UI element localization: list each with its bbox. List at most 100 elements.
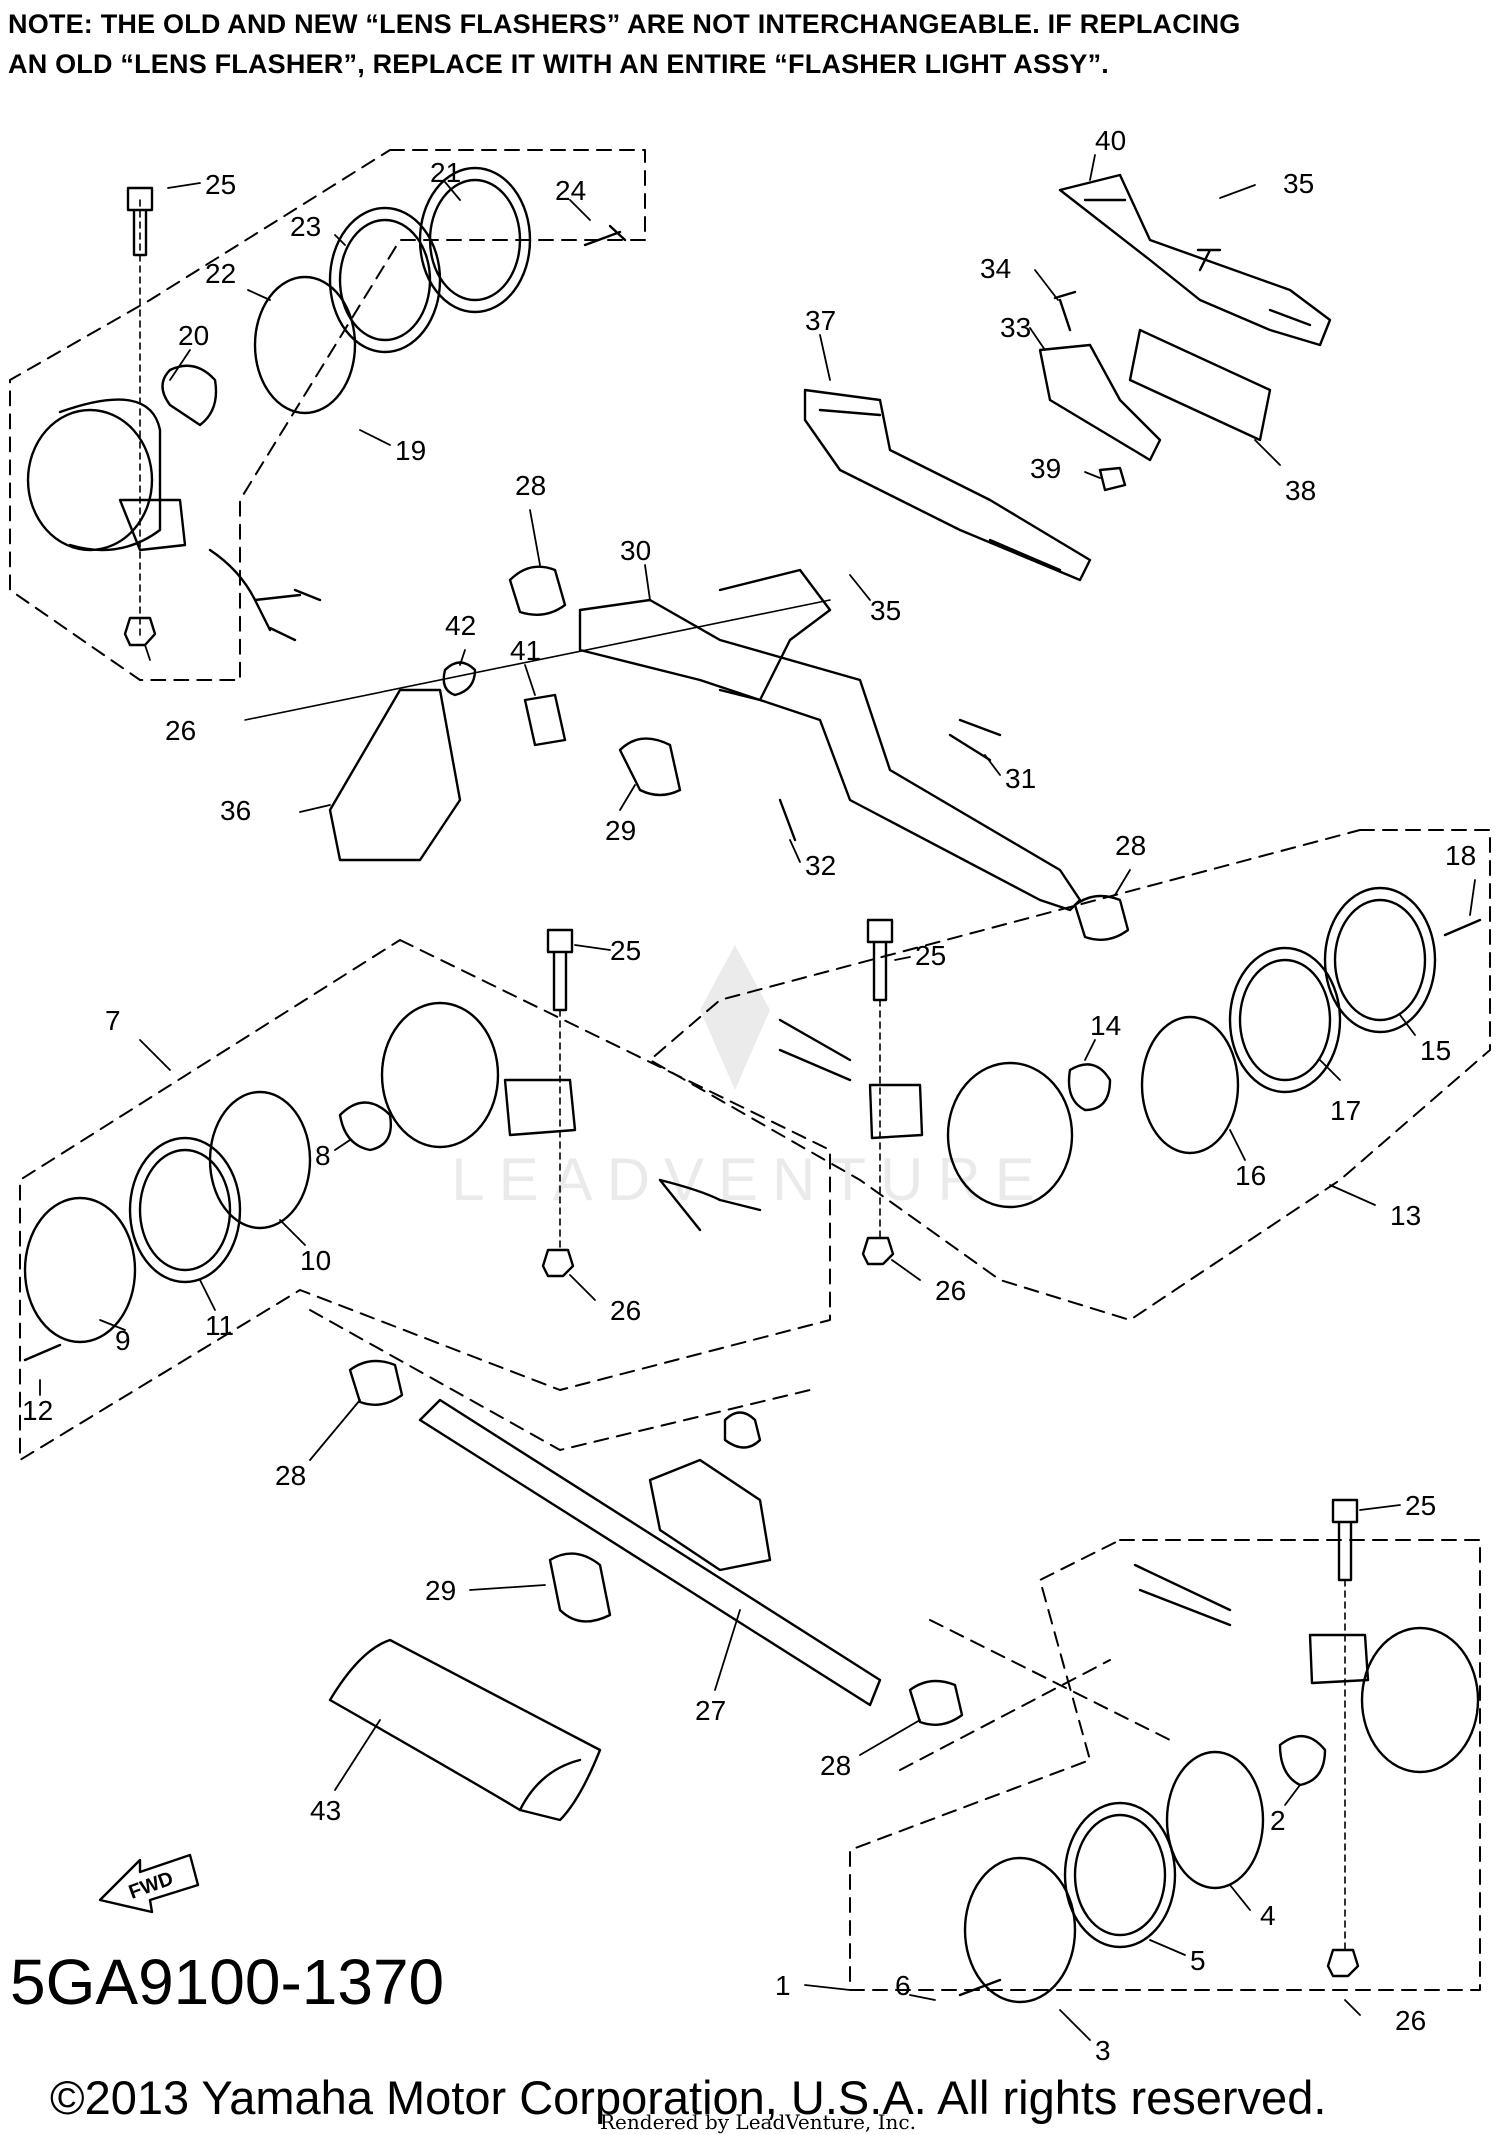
screw-12 — [23, 1343, 62, 1362]
note-line-1: NOTE: THE OLD AND NEW “LENS FLASHERS” AR… — [8, 9, 1241, 39]
screw-24 — [583, 224, 627, 247]
callout-labels: 25 21 24 23 22 20 19 26 40 35 34 37 33 3… — [22, 125, 1476, 2066]
housing-19 — [26, 408, 154, 552]
clip-29a — [618, 737, 682, 797]
wire-harness-19 — [208, 548, 302, 632]
callout-23: 23 — [290, 211, 321, 242]
callout-35: 35 — [870, 595, 901, 626]
callout-41: 41 — [510, 635, 541, 666]
mount-bracket-13 — [868, 1083, 924, 1140]
callout-36: 36 — [220, 795, 251, 826]
bolt-27-top — [723, 1411, 762, 1449]
callout-18: 18 — [1445, 840, 1476, 871]
callout-32: 32 — [805, 850, 836, 881]
callout-27: 27 — [695, 1695, 726, 1726]
callout-31: 31 — [1005, 763, 1036, 794]
reflector-ring-4 — [1165, 1750, 1265, 1890]
lens-15 — [1323, 886, 1437, 1034]
rendered-by-credit: Rendered by LeadVenture, Inc. — [600, 2110, 916, 2134]
callout-39: 39 — [1030, 453, 1061, 484]
dashed-line-lower-bar — [309, 1309, 1171, 1771]
callout-29: 29 — [605, 815, 636, 846]
screw-6 — [958, 1978, 1002, 1997]
parts-note: NOTE: THE OLD AND NEW “LENS FLASHERS” AR… — [8, 4, 1488, 84]
callout-9: 9 — [115, 1325, 131, 1356]
housing-13 — [946, 1061, 1074, 1209]
callout-26: 26 — [1395, 2005, 1426, 2036]
callout-17: 17 — [1330, 1095, 1361, 1126]
callout-8: 8 — [315, 1140, 331, 1171]
lens-rim-23 — [328, 206, 442, 354]
bracket-33 — [1038, 343, 1162, 462]
lens-rim-5 — [1063, 1801, 1177, 1949]
callout-33: 33 — [1000, 312, 1031, 343]
bulb-20 — [161, 364, 218, 427]
lens-rim-17 — [1228, 946, 1342, 1094]
callout-22: 22 — [205, 258, 236, 289]
housing-7 — [380, 1001, 500, 1149]
bolt-32 — [778, 798, 797, 842]
lens-3 — [963, 1856, 1077, 2004]
nut-26b — [861, 1236, 895, 1266]
callout-43: 43 — [310, 1795, 341, 1826]
callout-6: 6 — [895, 1970, 911, 2001]
callout-10: 10 — [300, 1245, 331, 1276]
wire-harness-1 — [1133, 1563, 1232, 1627]
callout-28: 28 — [275, 1460, 306, 1491]
housing-1 — [1360, 1626, 1480, 1774]
callout-30: 30 — [620, 535, 651, 566]
plate-38 — [1128, 328, 1272, 442]
callout-13: 13 — [1390, 1200, 1421, 1231]
spacer-41 — [523, 693, 567, 747]
diagram-code: 5GA9100-1370 — [10, 1946, 445, 2018]
bolt-25b — [546, 928, 574, 1012]
callout-28: 28 — [820, 1750, 851, 1781]
clip-29b — [548, 1552, 612, 1623]
bolt-31 — [948, 718, 1002, 762]
callout-25: 25 — [915, 940, 946, 971]
lens-21 — [418, 166, 532, 314]
callout-26: 26 — [610, 1295, 641, 1326]
nut-39 — [1098, 466, 1127, 492]
callout-25: 25 — [205, 169, 236, 200]
lens-rim-11 — [128, 1136, 242, 1284]
dashed-box-13 — [649, 829, 1491, 1321]
grommet-28d — [908, 1679, 964, 1726]
lower-crossbar-27 — [309, 1309, 1171, 1771]
callout-20: 20 — [178, 320, 209, 351]
bulb-8 — [338, 1101, 392, 1152]
bracket-37 — [803, 388, 1092, 582]
dashed-box-7 — [19, 939, 831, 1461]
reflector-ring-16 — [1140, 1015, 1240, 1155]
flasher-assembly-1 — [849, 1498, 1481, 2004]
callout-29: 29 — [425, 1575, 456, 1606]
callout-35: 35 — [1283, 168, 1314, 199]
callout-40: 40 — [1095, 125, 1126, 156]
bulb-2 — [1278, 1735, 1327, 1787]
lens-9 — [23, 1196, 137, 1344]
callout-28: 28 — [1115, 830, 1146, 861]
callout-15: 15 — [1420, 1035, 1451, 1066]
callout-12: 12 — [22, 1395, 53, 1426]
cover-43 — [328, 1638, 602, 1822]
screw-18 — [1443, 918, 1482, 937]
callout-26: 26 — [165, 715, 196, 746]
callout-25: 25 — [610, 935, 641, 966]
callout-38: 38 — [1285, 475, 1316, 506]
callout-26: 26 — [935, 1275, 966, 1306]
callout-1: 1 — [775, 1970, 791, 2001]
grommet-28a — [508, 565, 567, 616]
callout-2: 2 — [1270, 1805, 1286, 1836]
mount-bracket-19 — [118, 498, 187, 552]
watermark: LEADVENTURE — [451, 945, 1035, 1213]
flasher-assembly-13 — [649, 829, 1491, 1321]
callout-7: 7 — [105, 1005, 121, 1036]
fwd-arrow-icon: FWD — [98, 1853, 200, 1914]
bracket-40 — [1058, 173, 1332, 347]
callout-3: 3 — [1095, 2035, 1111, 2066]
callout-37: 37 — [805, 305, 836, 336]
flasher-assembly-19 — [9, 149, 646, 681]
bolt-34 — [1053, 290, 1077, 332]
bulb-14 — [1067, 1063, 1112, 1112]
